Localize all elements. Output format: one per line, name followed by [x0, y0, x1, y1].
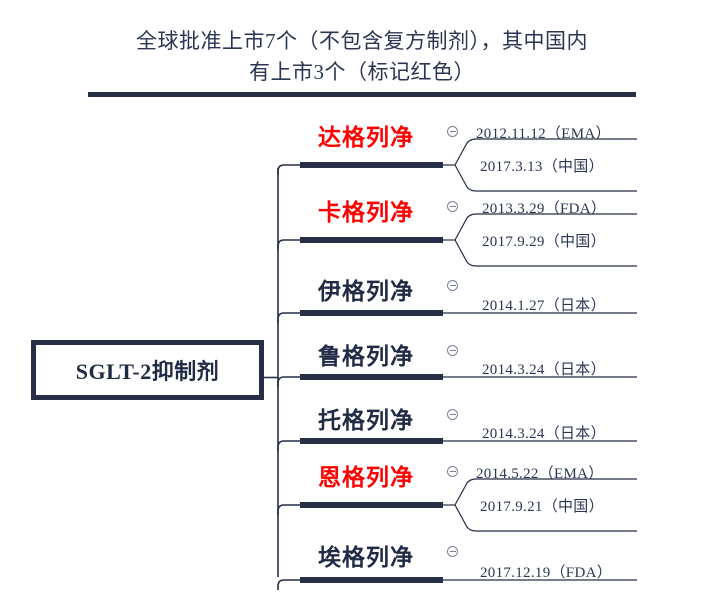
branch-bar [300, 577, 443, 583]
drug-name[interactable]: 埃格列净 [318, 545, 414, 570]
branch-bar [300, 374, 443, 380]
root-node-label: SGLT-2抑制剂 [75, 359, 220, 384]
drug-name[interactable]: 卡格列净 [318, 200, 414, 225]
drug-name[interactable]: 托格列净 [318, 408, 414, 433]
approval-date: 2014.5.22（EMA） [476, 466, 604, 482]
branch-bar [300, 438, 443, 444]
title-underline-rule [88, 92, 636, 97]
approval-date: 2014.3.24（日本） [482, 426, 606, 442]
collapse-minus-circle-icon[interactable] [447, 466, 458, 477]
collapse-minus-circle-icon[interactable] [447, 345, 458, 356]
collapse-minus-circle-icon[interactable] [447, 201, 458, 212]
branch-bar [300, 310, 443, 316]
collapse-minus-circle-icon[interactable] [447, 409, 458, 420]
branch-bar [300, 502, 443, 508]
approval-date: 2017.12.19（FDA） [480, 565, 613, 581]
drug-name[interactable]: 恩格列净 [318, 465, 414, 490]
approval-date: 2017.9.29（中国） [482, 234, 606, 250]
approval-date: 2017.9.21（中国） [480, 499, 604, 515]
approval-date: 2014.3.24（日本） [482, 362, 606, 378]
drug-name[interactable]: 达格列净 [318, 125, 414, 150]
drug-name[interactable]: 鲁格列净 [318, 344, 414, 369]
branch-bar [300, 237, 443, 243]
drug-name[interactable]: 伊格列净 [318, 279, 414, 304]
approval-date: 2012.11.12（EMA） [476, 126, 611, 142]
branch-bar [300, 162, 443, 168]
collapse-minus-circle-icon[interactable] [447, 546, 458, 557]
root-node-sglt2-inhibitor[interactable]: SGLT-2抑制剂 [31, 340, 264, 400]
collapse-minus-circle-icon[interactable] [447, 126, 458, 137]
collapse-minus-circle-icon[interactable] [447, 280, 458, 291]
page-title-text: 全球批准上市7个（不包含复方制剂），其中国内 有上市3个（标记红色） [136, 29, 588, 84]
page-title: 全球批准上市7个（不包含复方制剂），其中国内 有上市3个（标记红色） [88, 26, 636, 88]
approval-date: 2017.3.13（中国） [480, 159, 604, 175]
approval-date: 2014.1.27（日本） [482, 298, 606, 314]
approval-date: 2013.3.29（FDA） [482, 201, 607, 217]
